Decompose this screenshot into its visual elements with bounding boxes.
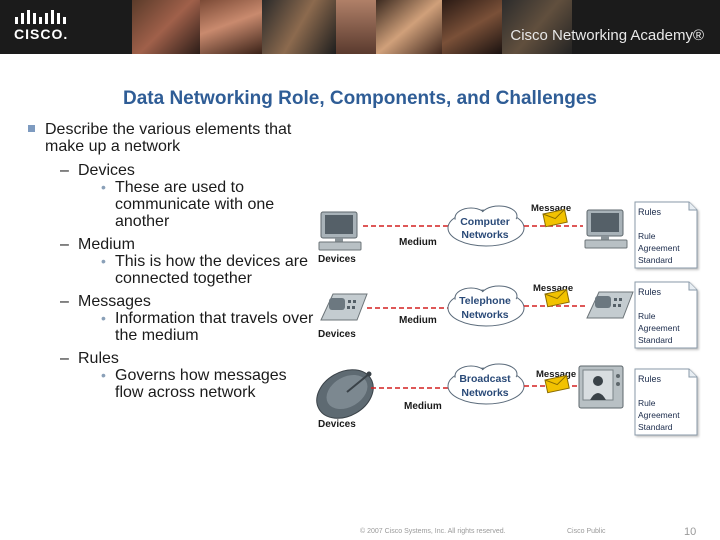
logo-text: CISCO. bbox=[14, 26, 69, 42]
sub-bullet-messages: – Messages bbox=[26, 293, 316, 310]
detail-text: This is how the devices are connected to… bbox=[115, 253, 308, 287]
sub-bullet-medium: – Medium bbox=[26, 236, 316, 253]
rules-document bbox=[634, 201, 698, 269]
rules-title: Rules bbox=[638, 207, 662, 217]
detail-text: These are used to communicate with one a… bbox=[115, 179, 275, 230]
rules-document bbox=[634, 281, 698, 349]
devices-label: Devices bbox=[318, 329, 356, 340]
message-envelope-icon bbox=[544, 374, 570, 394]
message-label: Message bbox=[533, 283, 573, 294]
dash-bullet-icon: – bbox=[60, 350, 69, 367]
banner-photo-4 bbox=[336, 0, 376, 54]
square-bullet-icon bbox=[28, 125, 35, 132]
network-elements-diagram: Devices Medium Computer Networks Message… bbox=[316, 201, 698, 436]
message-envelope-icon bbox=[542, 208, 568, 228]
rules-line: Agreement bbox=[638, 243, 680, 253]
dot-bullet-icon: • bbox=[101, 253, 106, 269]
telephone-icon bbox=[320, 293, 368, 321]
rules-line: Agreement bbox=[638, 323, 680, 333]
row-telephone-networks: Devices Medium Telephone Networks Messag… bbox=[318, 281, 698, 349]
cloud-icon bbox=[447, 285, 525, 327]
rules-line: Rule bbox=[638, 398, 656, 408]
banner-photo-6 bbox=[442, 0, 502, 54]
dot-bullet-icon: • bbox=[101, 179, 106, 195]
dash-bullet-icon: – bbox=[60, 293, 69, 310]
copyright-notice: © 2007 Cisco Systems, Inc. All rights re… bbox=[360, 528, 506, 535]
banner-photo-3 bbox=[262, 0, 336, 54]
rules-line: Rule bbox=[638, 231, 656, 241]
page-number: 10 bbox=[684, 526, 697, 538]
sub-bullet-label: Messages bbox=[78, 293, 151, 310]
medium-label: Medium bbox=[399, 237, 437, 248]
cloud-label-line1: Broadcast bbox=[459, 373, 511, 385]
banner-photo-1 bbox=[132, 0, 200, 54]
message-label: Message bbox=[531, 203, 571, 214]
cloud-icon bbox=[447, 205, 525, 247]
cloud-icon bbox=[447, 363, 525, 405]
computer-icon bbox=[318, 211, 362, 251]
message-label: Message bbox=[536, 369, 576, 380]
message-envelope-icon bbox=[544, 288, 570, 308]
dot-bullet-icon: • bbox=[101, 367, 106, 383]
telephone-icon bbox=[586, 291, 634, 319]
detail-bullet-rules: • Governs how messages flow across netwo… bbox=[26, 367, 316, 401]
cloud-label-line2: Networks bbox=[461, 229, 508, 241]
television-icon bbox=[578, 365, 624, 409]
medium-label: Medium bbox=[399, 315, 437, 326]
classification-label: Cisco Public bbox=[567, 528, 606, 535]
academy-title: Cisco Networking Academy® bbox=[510, 27, 704, 44]
medium-label: Medium bbox=[404, 401, 442, 412]
computer-icon bbox=[584, 209, 628, 249]
devices-label: Devices bbox=[318, 419, 356, 430]
sub-bullet-label: Devices bbox=[78, 162, 135, 179]
bullet-list: Describe the various elements that make … bbox=[26, 121, 316, 407]
cloud-label-line1: Computer bbox=[460, 216, 510, 228]
detail-bullet-devices: • These are used to communicate with one… bbox=[26, 179, 316, 230]
dash-bullet-icon: – bbox=[60, 162, 69, 179]
detail-bullet-messages: • Information that travels over the medi… bbox=[26, 310, 316, 344]
rules-line: Agreement bbox=[638, 410, 680, 420]
cisco-logo: CISCO. bbox=[14, 10, 74, 44]
sub-bullet-label: Medium bbox=[78, 236, 135, 253]
rules-line: Rule bbox=[638, 311, 656, 321]
sub-bullet-label: Rules bbox=[78, 350, 119, 367]
rules-line: Standard bbox=[638, 255, 673, 265]
cloud-label-line2: Networks bbox=[461, 309, 508, 321]
main-bullet: Describe the various elements that make … bbox=[26, 121, 316, 155]
rules-title: Rules bbox=[638, 287, 662, 297]
dot-bullet-icon: • bbox=[101, 310, 106, 326]
slide-title: Data Networking Role, Components, and Ch… bbox=[122, 88, 597, 109]
banner-photo-5 bbox=[376, 0, 442, 54]
rules-line: Standard bbox=[638, 335, 673, 345]
banner-photo-2 bbox=[200, 0, 262, 54]
detail-text: Governs how messages flow across network bbox=[115, 367, 287, 401]
cloud-label-line1: Telephone bbox=[459, 295, 511, 307]
dash-bullet-icon: – bbox=[60, 236, 69, 253]
header-banner: CISCO. Cisco Networking Academy® bbox=[0, 0, 720, 54]
sub-bullet-devices: – Devices bbox=[26, 162, 316, 179]
devices-label: Devices bbox=[318, 254, 356, 265]
rules-document bbox=[634, 368, 698, 436]
banner-photo-7 bbox=[502, 0, 572, 54]
row-computer-networks: Devices Medium Computer Networks Message… bbox=[318, 201, 698, 269]
rules-title: Rules bbox=[638, 374, 662, 384]
detail-bullet-medium: • This is how the devices are connected … bbox=[26, 253, 316, 287]
sub-bullet-rules: – Rules bbox=[26, 350, 316, 367]
detail-text: Information that travels over the medium bbox=[115, 310, 314, 344]
satellite-dish-icon bbox=[316, 369, 374, 419]
cloud-label-line2: Networks bbox=[461, 387, 508, 399]
cisco-bridge-icon bbox=[15, 10, 66, 24]
row-broadcast-networks: Devices Medium Broadcast Networks Messag… bbox=[316, 363, 698, 436]
rules-line: Standard bbox=[638, 422, 673, 432]
main-bullet-text: Describe the various elements that make … bbox=[45, 121, 292, 155]
